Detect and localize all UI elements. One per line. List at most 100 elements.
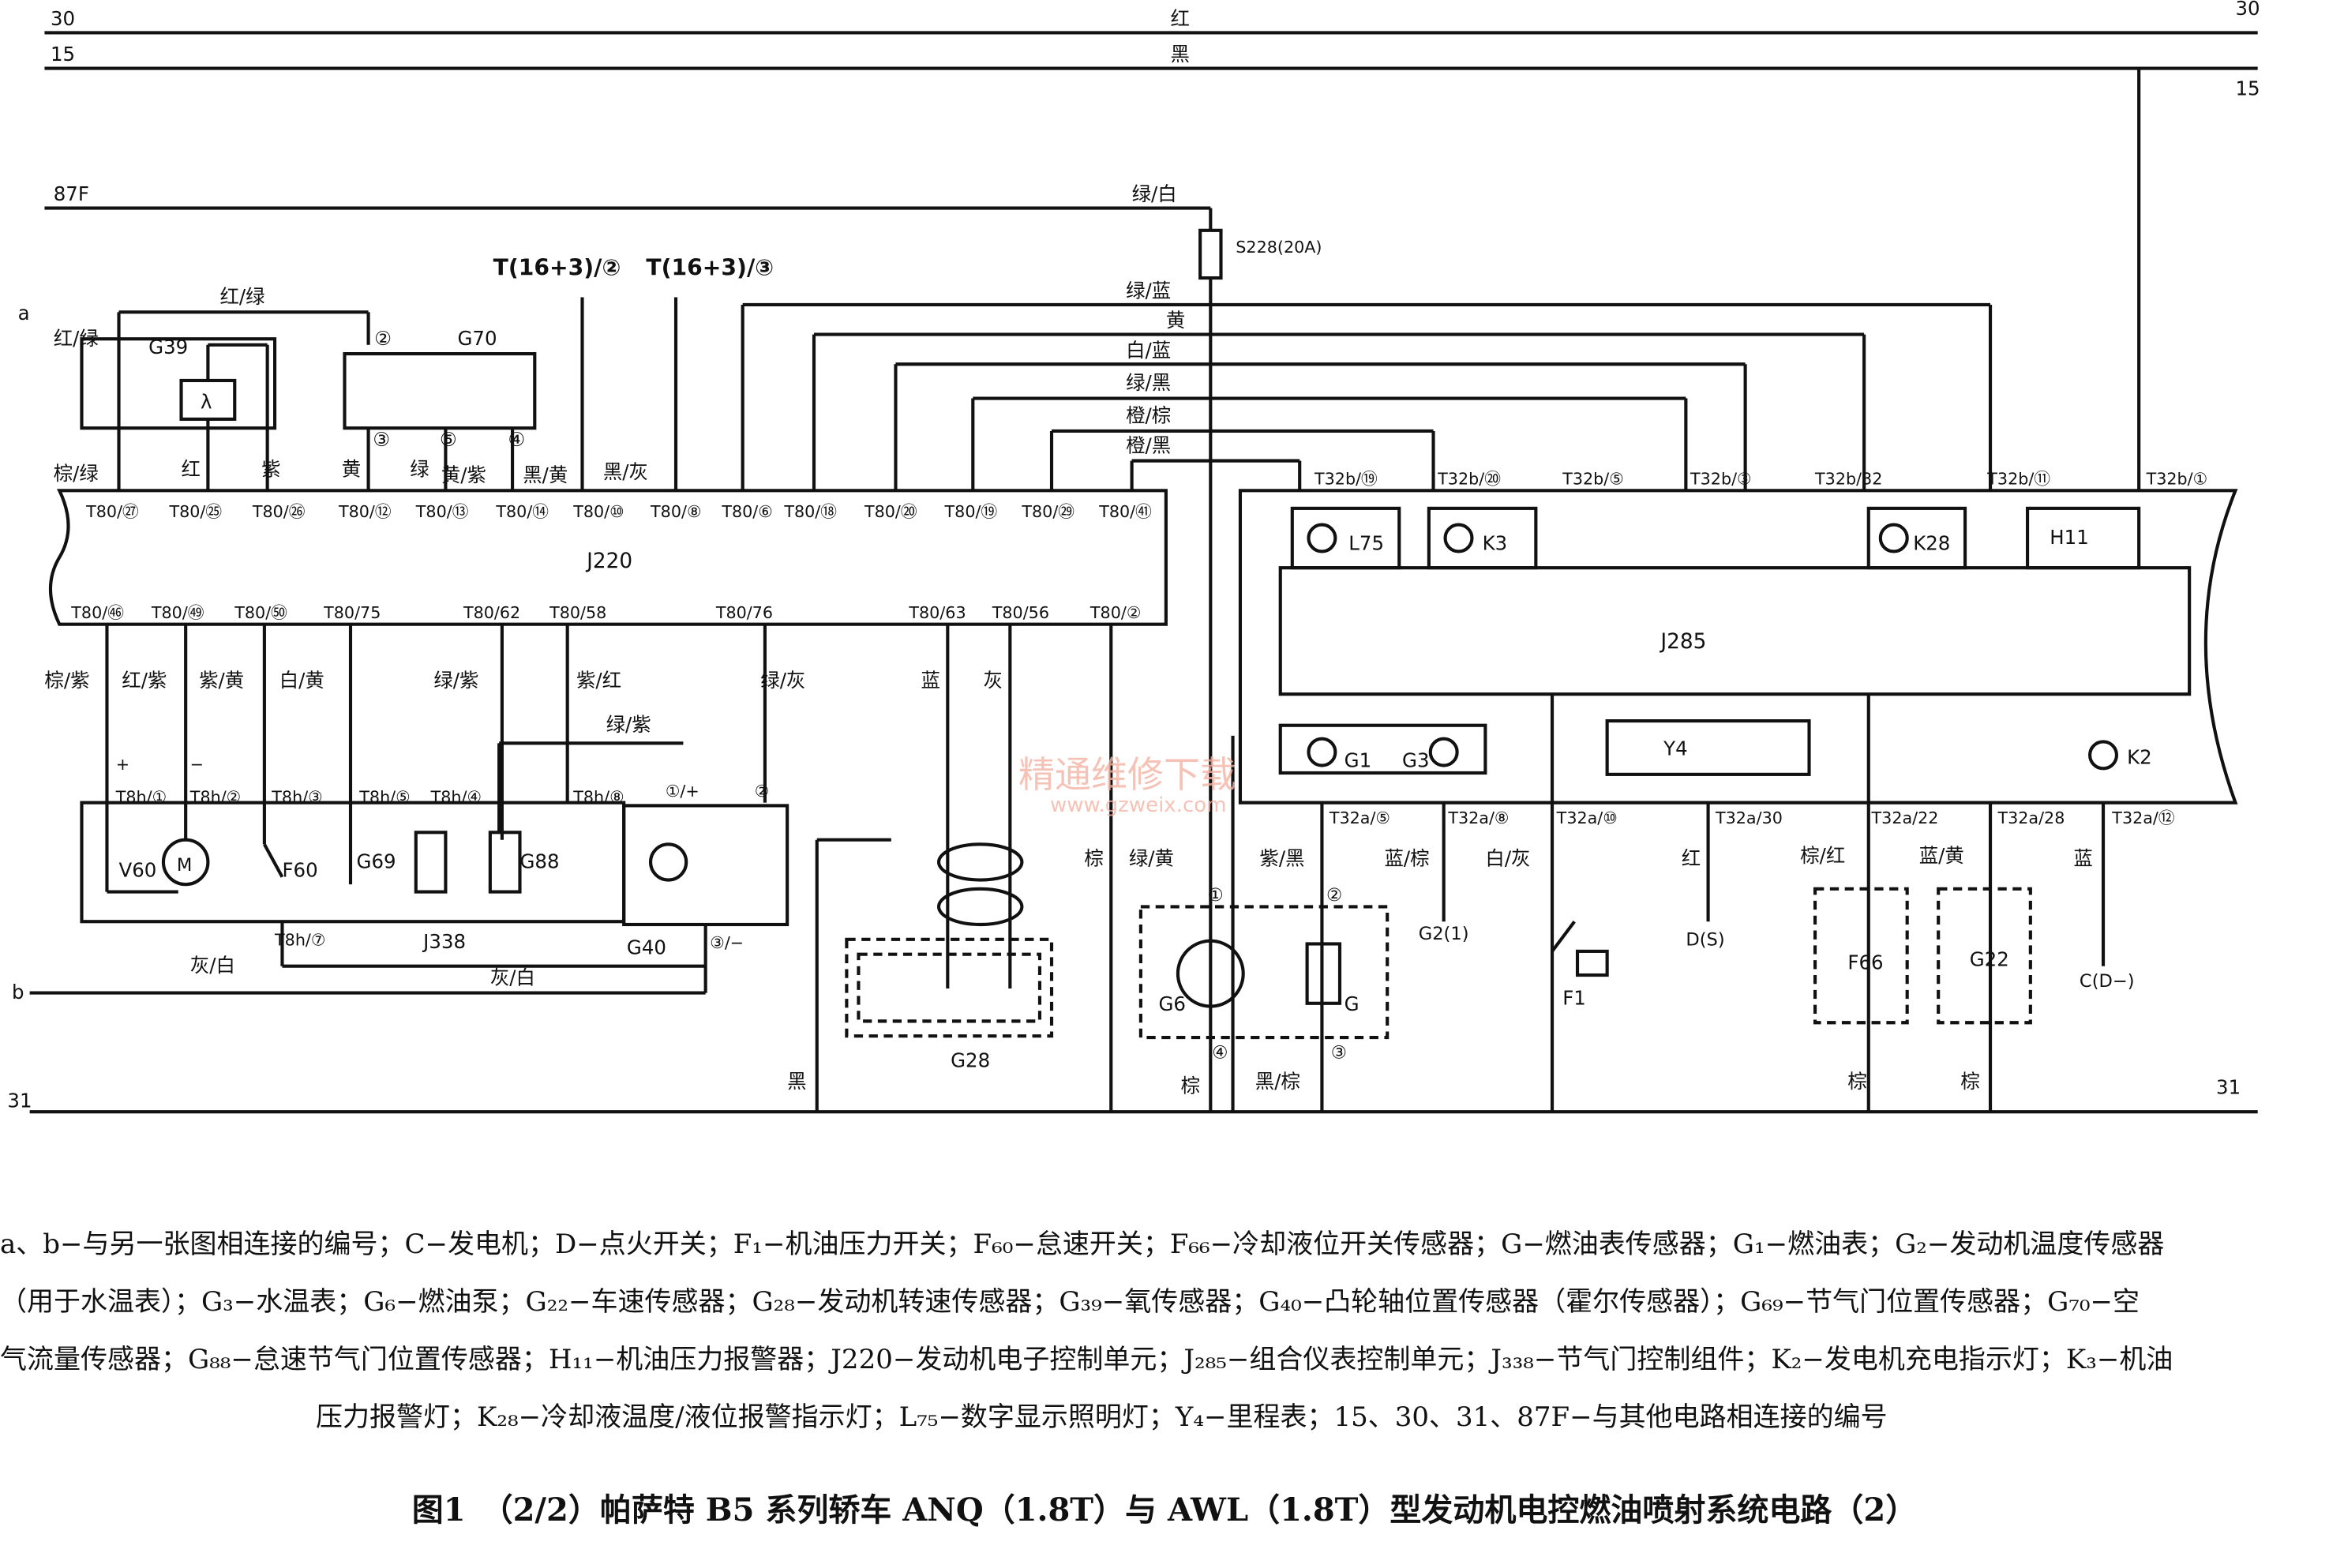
t80-bot-7: T80/63 bbox=[908, 603, 966, 622]
wire-brown-4: 棕 bbox=[1960, 1070, 1979, 1093]
pin-g-3: ③ bbox=[1331, 1042, 1347, 1063]
t8h-1: T8h/② bbox=[189, 788, 241, 807]
t80-bot-9: T80/② bbox=[1089, 603, 1141, 622]
t32b-4: T32b/32 bbox=[1814, 470, 1882, 489]
wire-purple-black: 紫/黑 bbox=[1259, 847, 1304, 870]
t80-bot-4: T80/62 bbox=[463, 603, 520, 622]
label-g69: G69 bbox=[357, 850, 396, 872]
t80-bot-6: T80/76 bbox=[715, 603, 773, 622]
wire-top-3: 白/蓝 bbox=[1126, 339, 1171, 362]
t80-top-11: T80/⑲ bbox=[944, 502, 998, 521]
g70-pin-2: ⑤ bbox=[440, 428, 457, 451]
t80-top-0: T80/㉗ bbox=[85, 502, 139, 521]
label-f60: F60 bbox=[282, 859, 317, 882]
label-lambda: λ bbox=[201, 391, 212, 414]
t32b-0: T32b/⑲ bbox=[1314, 470, 1378, 489]
label-k28: K28 bbox=[1913, 532, 1950, 555]
t80-bot-5: T80/58 bbox=[549, 603, 606, 622]
t32b-5: T32b/⑪ bbox=[1986, 470, 2050, 489]
wire-top-2: 黄 bbox=[1166, 309, 1185, 332]
label-g1: G1 bbox=[1345, 748, 1372, 771]
label-ds: D(S) bbox=[1686, 929, 1724, 950]
t32a-0: T32a/⑤ bbox=[1329, 808, 1390, 827]
pin-minus: − bbox=[190, 755, 204, 774]
label-k2: K2 bbox=[2127, 746, 2152, 769]
t80-bot-3: T80/75 bbox=[323, 603, 381, 622]
t8h-2: T8h/③ bbox=[271, 788, 322, 807]
watermark-url: www.gzweix.com bbox=[1050, 793, 1227, 817]
wire-brown-red: 棕/红 bbox=[1800, 844, 1845, 867]
wire-bot-0: 棕/紫 bbox=[44, 669, 89, 692]
label-t16-2: T(16+3)/② bbox=[493, 254, 621, 280]
wire-black: 黑 bbox=[787, 1070, 806, 1093]
t80-top-7: T80/⑧ bbox=[650, 502, 701, 521]
wire-gray-white-1: 灰/白 bbox=[190, 954, 235, 977]
label-j220: J220 bbox=[585, 550, 632, 573]
legend-line-3: 压力报警灯；K₂₈−冷却液温度/液位报警指示灯；L₇₅−数字显示照明灯；Y₄−里… bbox=[316, 1401, 1888, 1433]
label-cd: C(D−) bbox=[2080, 971, 2135, 992]
wire-brown-3: 棕 bbox=[1847, 1070, 1866, 1093]
t80-top-5: T80/⑭ bbox=[495, 502, 549, 521]
label-g6: G6 bbox=[1158, 992, 1186, 1015]
t32a-2: T32a/⑩ bbox=[1556, 808, 1618, 827]
label-v60: V60 bbox=[119, 859, 157, 882]
wire-g39-purple: 紫 bbox=[261, 457, 280, 480]
wire-bot-4: 绿/紫 bbox=[433, 669, 478, 692]
wire-bot-8: 灰 bbox=[983, 669, 1002, 692]
label-f66: F66 bbox=[1847, 951, 1883, 973]
wire-bot-1: 红/紫 bbox=[122, 669, 167, 692]
t32a-4: T32a/22 bbox=[1871, 808, 1939, 827]
wire-bot-2: 紫/黄 bbox=[199, 669, 244, 692]
label-j338: J338 bbox=[422, 930, 466, 953]
label-l75: L75 bbox=[1348, 532, 1384, 555]
g70-pin-0: ② bbox=[374, 327, 392, 350]
label-g88: G88 bbox=[519, 850, 559, 872]
j220-box bbox=[48, 489, 1168, 626]
g70-wire-2: 黄/紫 bbox=[441, 463, 486, 486]
t80-bot-1: T80/㊾ bbox=[151, 603, 204, 622]
g70-wire-1: 绿 bbox=[410, 457, 429, 480]
legend: a、b−与另一张图相连接的编号；C−发电机；D−点火开关；F₁−机油压力开关；F… bbox=[0, 1216, 2329, 1446]
label-87f: 87F bbox=[54, 182, 89, 205]
label-g28: G28 bbox=[951, 1049, 990, 1072]
g40-pin-1: ② bbox=[755, 782, 770, 801]
label-k3: K3 bbox=[1483, 532, 1508, 555]
t32a-6: T32a/⑫ bbox=[2111, 808, 2174, 827]
legend-line-0: a、b−与另一张图相连接的编号；C−发电机；D−点火开关；F₁−机油压力开关；F… bbox=[0, 1229, 2165, 1260]
label-g39: G39 bbox=[148, 336, 188, 358]
label-15: 15 bbox=[51, 43, 75, 66]
wire-green-yellow: 绿/黄 bbox=[1129, 847, 1174, 870]
label-t16-3: T(16+3)/③ bbox=[646, 254, 774, 280]
wire-g39-brown: 棕/绿 bbox=[54, 462, 99, 485]
wire-brown-2: 棕 bbox=[1181, 1075, 1200, 1097]
t80-bot-8: T80/56 bbox=[992, 603, 1049, 622]
t80-top-1: T80/㉕ bbox=[168, 502, 222, 521]
label-black: 黑 bbox=[1171, 43, 1190, 66]
t80-top-6: T80/⑩ bbox=[572, 502, 624, 521]
wire-g39-left: 红/绿 bbox=[54, 327, 99, 350]
t32a-1: T32a/⑧ bbox=[1447, 808, 1509, 827]
wire-blue-brown: 蓝/棕 bbox=[1384, 847, 1429, 870]
pin-g6-1: ① bbox=[1208, 885, 1224, 906]
circuit-svg: 30 15 87F 31 红 黑 30 15 31 a b T(16+3)/② … bbox=[7, 0, 2260, 1114]
wire-top-4: 绿/黑 bbox=[1126, 371, 1171, 394]
wire-bot-3: 白/黄 bbox=[279, 669, 324, 692]
label-y4: Y4 bbox=[1663, 737, 1687, 760]
g70-pin-1: ③ bbox=[373, 428, 390, 451]
legend-line-1: （用于水温表）；G₃−水温表；G₆−燃油泵；G₂₂−车速传感器；G₂₈−发动机转… bbox=[0, 1286, 2140, 1318]
label-15-right: 15 bbox=[2235, 77, 2260, 99]
wire-g39-top: 红/绿 bbox=[219, 285, 264, 308]
label-red: 红 bbox=[1171, 7, 1190, 30]
t80-top-3: T80/⑫ bbox=[338, 502, 392, 521]
wire-bot-9: 绿/紫 bbox=[606, 713, 651, 736]
j285-box bbox=[1238, 489, 2238, 805]
g6-g-box bbox=[1138, 905, 1390, 1040]
fuse-s228 bbox=[1198, 228, 1223, 280]
t80-top-12: T80/㉙ bbox=[1021, 502, 1074, 521]
t80-top-13: T80/㊶ bbox=[1098, 502, 1152, 521]
label-f1: F1 bbox=[1562, 987, 1586, 1010]
t80-top-8: T80/⑥ bbox=[721, 502, 772, 521]
label-31-right: 31 bbox=[2216, 1076, 2241, 1099]
label-fuse: S228(20A) bbox=[1236, 238, 1322, 257]
